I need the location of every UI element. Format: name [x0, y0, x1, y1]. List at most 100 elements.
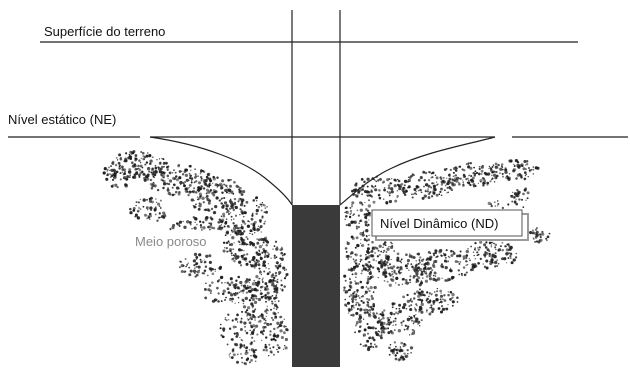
gravel-dot	[360, 238, 362, 241]
gravel-dot	[515, 177, 518, 180]
gravel-dot	[422, 277, 424, 279]
gravel-dot	[483, 243, 487, 247]
gravel-dot	[378, 189, 381, 192]
gravel-dot	[252, 222, 256, 226]
gravel-dot	[171, 226, 175, 230]
gravel-dot	[273, 327, 276, 331]
gravel-dot	[225, 184, 228, 188]
gravel-dot	[439, 294, 444, 298]
gravel-dot	[256, 238, 258, 240]
gravel-dot	[192, 187, 196, 190]
gravel-dot	[489, 262, 493, 266]
gravel-dot	[532, 173, 535, 175]
gravel-dot	[358, 297, 361, 299]
gravel-dot	[123, 172, 126, 176]
gravel-dot	[443, 253, 447, 257]
gravel-dot	[494, 162, 498, 166]
gravel-dot	[499, 245, 502, 248]
gravel-dot	[192, 204, 195, 207]
gravel-dot	[477, 253, 480, 256]
gravel-dot	[462, 183, 465, 186]
gravel-dot	[375, 260, 377, 262]
gravel-dot	[395, 282, 397, 284]
gravel-dot	[344, 211, 346, 214]
gravel-dot	[174, 171, 177, 174]
gravel-dot	[500, 165, 503, 167]
gravel-dot	[466, 260, 468, 263]
gravel-dot	[255, 324, 259, 328]
gravel-dot	[149, 159, 153, 163]
gravel-dot	[220, 215, 223, 218]
gravel-dot	[272, 353, 276, 356]
gravel-dot	[271, 273, 275, 277]
gravel-dot	[221, 292, 225, 296]
gravel-dot	[260, 330, 264, 334]
gravel-dot	[240, 317, 243, 320]
gravel-dot	[137, 164, 140, 168]
gravel-dot	[472, 251, 475, 253]
gravel-dot	[417, 252, 421, 256]
gravel-dot	[389, 343, 392, 346]
gravel-dot	[364, 290, 368, 294]
gravel-dot	[448, 256, 451, 259]
gravel-dot	[430, 272, 433, 274]
gravel-dot	[147, 209, 149, 211]
gravel-dot	[534, 232, 538, 236]
gravel-dot	[267, 263, 270, 265]
gravel-dot	[386, 280, 389, 283]
gravel-dot	[469, 166, 473, 170]
gravel-dot	[241, 310, 244, 313]
gravel-dot	[449, 267, 452, 269]
gravel-dot	[432, 302, 435, 305]
gravel-dot	[221, 191, 224, 194]
gravel-dot	[438, 301, 441, 304]
gravel-dot	[159, 216, 161, 219]
gravel-dot	[141, 151, 145, 155]
gravel-dot	[478, 167, 481, 171]
gravel-dot	[220, 224, 223, 226]
gravel-dot	[367, 204, 372, 208]
gravel-dot	[116, 159, 119, 161]
gravel-dot	[420, 191, 423, 194]
gravel-dot	[431, 182, 434, 185]
gravel-dot	[386, 255, 390, 259]
gravel-dot	[271, 279, 275, 283]
gravel-dot	[405, 280, 408, 283]
gravel-dot	[426, 190, 430, 193]
gravel-dot	[402, 345, 405, 348]
gravel-dot	[251, 212, 254, 215]
gravel-dot	[236, 321, 239, 323]
gravel-dot	[473, 254, 475, 257]
gravel-dot	[522, 206, 525, 208]
gravel-dot	[273, 245, 276, 248]
gravel-dot	[239, 264, 243, 267]
gravel-dot	[246, 286, 250, 290]
gravel-dot	[407, 353, 409, 355]
gravel-dot	[419, 325, 421, 327]
gravel-dot	[431, 269, 434, 272]
gravel-dot	[260, 290, 262, 292]
gravel-dot	[370, 184, 373, 187]
gravel-dot	[257, 238, 261, 242]
gravel-dot	[203, 261, 206, 264]
gravel-dot	[163, 171, 166, 174]
gravel-dot	[231, 252, 233, 254]
gravel-dot	[496, 259, 498, 261]
gravel-dot	[245, 262, 249, 266]
gravel-dot	[361, 193, 364, 196]
gravel-dot	[274, 271, 278, 275]
gravel-dot	[252, 225, 256, 229]
gravel-dot	[425, 268, 428, 271]
gravel-dot	[195, 273, 199, 277]
gravel-dot	[469, 162, 472, 165]
gravel-dot	[453, 166, 457, 171]
gravel-dot	[133, 173, 136, 175]
gravel-dot	[184, 168, 187, 171]
gravel-dot	[373, 343, 376, 346]
gravel-dot	[282, 348, 285, 351]
gravel-dot	[394, 317, 397, 320]
gravel-dot	[259, 292, 263, 296]
gravel-dot	[275, 261, 279, 265]
gravel-dot	[536, 227, 538, 229]
gravel-dot	[393, 184, 397, 188]
